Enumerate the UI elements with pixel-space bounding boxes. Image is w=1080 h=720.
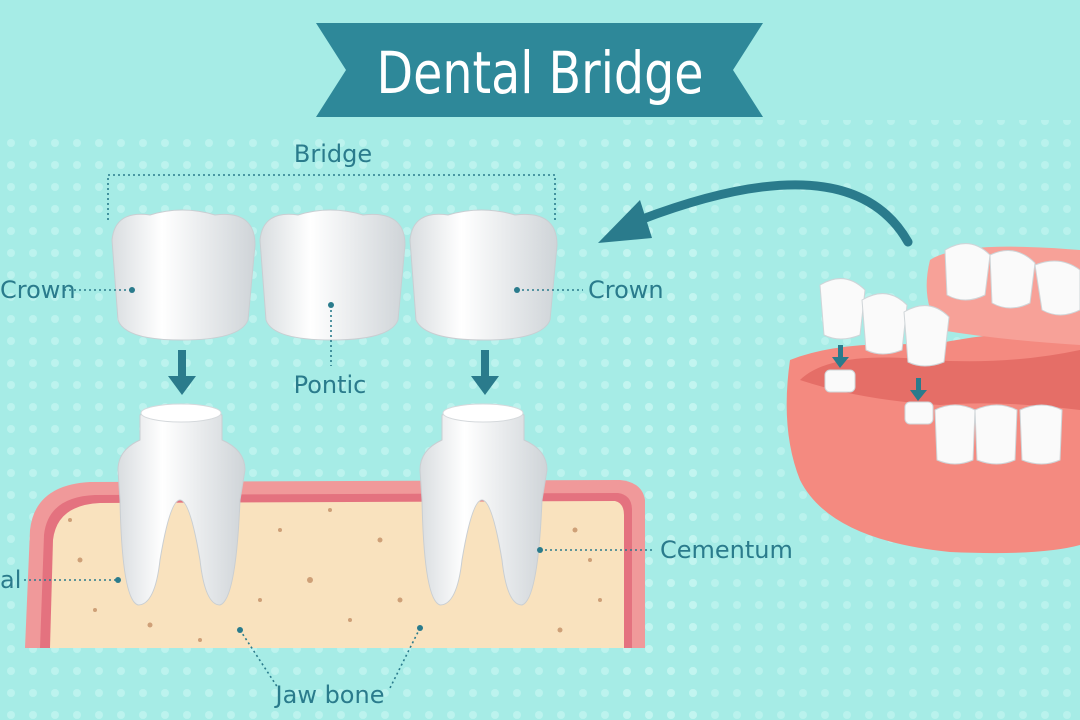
- page-title: Dental Bridge: [376, 39, 703, 107]
- marker-jaw-bone-right: [417, 625, 423, 631]
- label-pontic: Pontic: [294, 371, 367, 399]
- label-cementum: Cementum: [660, 536, 793, 564]
- bone-texture: [68, 508, 602, 642]
- down-arrow-icon: [168, 350, 499, 395]
- title-banner: Dental Bridge: [316, 23, 763, 117]
- marker-pontic: [328, 302, 334, 308]
- crown-left: [111, 209, 256, 341]
- pontic-crown: [259, 209, 406, 341]
- label-bridge: Bridge: [294, 140, 372, 168]
- marker-crown-right: [514, 287, 520, 293]
- jaw-bone: [50, 501, 624, 648]
- marker-jaw-bone-left: [237, 627, 243, 633]
- marker-root-canal: [115, 577, 121, 583]
- marker-crown-left: [129, 287, 135, 293]
- bridge-crowns: [111, 209, 558, 341]
- label-crown-left: Crown: [0, 276, 76, 304]
- abutment-tooth-left: [117, 403, 246, 606]
- marker-cementum: [537, 547, 543, 553]
- label-jaw-bone: Jaw bone: [274, 681, 385, 709]
- abutment-tooth-right: [419, 403, 548, 606]
- label-crown-right: Crown: [588, 276, 664, 304]
- curved-arrow-icon: [598, 180, 913, 247]
- label-root-canal: al: [0, 566, 21, 594]
- crown-right: [409, 209, 558, 341]
- leader-jaw-bone: [239, 627, 421, 689]
- jaw-section: [25, 480, 645, 648]
- denture-model: [786, 243, 1080, 554]
